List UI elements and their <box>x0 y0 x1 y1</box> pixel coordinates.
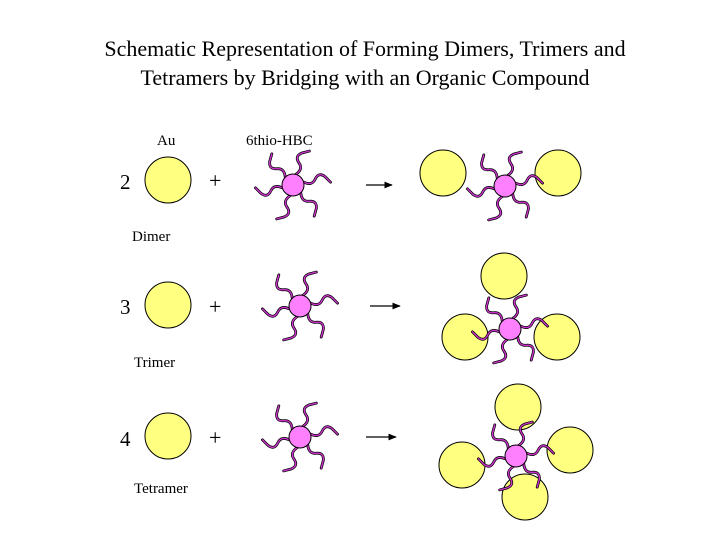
thio-arm <box>487 195 503 221</box>
title-line-2: Tetramers by Bridging with an Organic Co… <box>140 65 590 90</box>
hbc-core <box>493 174 517 198</box>
thio-arm <box>282 446 298 472</box>
product-dimer-gold-left <box>419 149 467 197</box>
diagram-title: Schematic Representation of Forming Dime… <box>0 34 720 92</box>
product-trimer-hbc <box>471 293 549 365</box>
hbc-molecule-row2 <box>261 270 339 342</box>
gold-particle-row3 <box>144 412 192 460</box>
thio-arm <box>485 297 503 322</box>
thio-arm <box>477 456 507 467</box>
thio-arm <box>512 193 530 218</box>
product-dimer-gold-right <box>534 149 582 197</box>
row3-label: Tetramer <box>134 481 188 497</box>
thio-arm <box>275 405 293 430</box>
thio-arm <box>507 151 523 177</box>
thio-arm <box>523 463 541 488</box>
thio-arm <box>309 426 339 437</box>
thio-arm <box>525 445 555 456</box>
hbc-core <box>504 444 528 468</box>
thio-arm <box>466 186 496 197</box>
thio-arm <box>254 185 284 196</box>
hbc-molecule-row3 <box>261 401 339 473</box>
thio-arm <box>498 465 514 491</box>
thio-arm <box>518 421 534 447</box>
thio-arm <box>519 318 549 329</box>
thio-arm <box>300 192 318 217</box>
hbc-core <box>288 294 312 318</box>
thio-arm <box>261 437 291 448</box>
row1-plus: + <box>209 168 222 193</box>
thio-arm <box>295 150 311 176</box>
hbc-core <box>281 173 305 197</box>
thio-arm <box>307 444 325 469</box>
row2-plus: + <box>209 294 222 319</box>
thio-arm <box>282 315 298 341</box>
thio-arm <box>512 294 528 320</box>
thio-arm <box>471 329 501 340</box>
thio-arm <box>302 271 318 297</box>
product-trimer-gold-top <box>480 252 528 300</box>
product-tetramer-hbc <box>477 420 555 492</box>
au-header: Au <box>157 133 176 149</box>
product-tetramer-gold-right <box>546 426 594 474</box>
hbc-molecule-row1 <box>254 149 332 221</box>
thio-arm <box>302 174 332 185</box>
row3-count: 4 <box>120 427 131 451</box>
thio-arm <box>491 424 509 449</box>
thio-arm <box>261 306 291 317</box>
product-tetramer-gold-left <box>438 441 486 489</box>
hbc-header: 6thio-HBC <box>246 133 313 149</box>
hbc-core <box>288 425 312 449</box>
thio-arm <box>514 175 544 186</box>
gold-particle-row2 <box>144 281 192 329</box>
thio-arm <box>309 295 339 306</box>
thio-arm <box>307 313 325 338</box>
thio-arm <box>492 338 508 364</box>
thio-arm <box>517 336 535 361</box>
thio-arm <box>275 274 293 299</box>
thio-arm <box>268 153 286 178</box>
row2-count: 3 <box>120 295 131 319</box>
row1-label: Dimer <box>132 229 171 245</box>
hbc-core <box>498 317 522 341</box>
row3-plus: + <box>209 425 222 450</box>
title-line-1: Schematic Representation of Forming Dime… <box>104 36 626 61</box>
product-tetramer-gold-top <box>494 383 542 431</box>
product-trimer-gold-left <box>441 313 489 361</box>
product-dimer-hbc <box>466 150 544 222</box>
thio-arm <box>480 154 498 179</box>
row1-count: 2 <box>120 170 131 194</box>
thio-arm <box>302 402 318 428</box>
thio-arm <box>275 194 291 220</box>
row2-label: Trimer <box>134 355 176 371</box>
gold-particle-row1 <box>144 156 192 204</box>
product-tetramer-gold-bottom <box>501 473 549 521</box>
